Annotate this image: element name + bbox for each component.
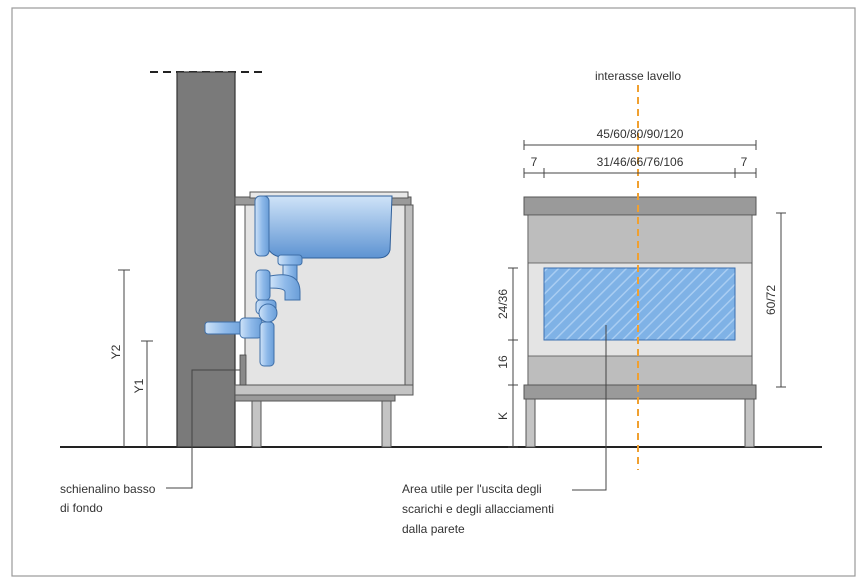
y-dimensions [118, 269, 153, 447]
leg-height-label: K [496, 412, 510, 420]
area-note-line3: dalla parete [402, 522, 465, 536]
area-leader [572, 325, 607, 491]
y1-label: Y1 [132, 378, 146, 393]
area-note-line1: Area utile per l'uscita degli [402, 482, 542, 496]
y2-label: Y2 [109, 344, 123, 359]
frame-border [11, 7, 856, 577]
drain-pipes [204, 195, 303, 367]
side-gap-right-label: 7 [741, 155, 748, 169]
cabinet-height-label: 60/72 [764, 285, 778, 315]
base-height-label: 16 [496, 355, 510, 369]
area-height-label: 24/36 [496, 289, 510, 319]
overall-width-label: 45/60/80/90/120 [597, 127, 684, 141]
left-height-dimensions [508, 267, 518, 448]
back-panel-label-line1: schienalino basso [60, 482, 156, 496]
inner-width-label: 31/46/66/76/106 [597, 155, 684, 169]
back-panel-leader [166, 369, 240, 489]
area-note-line2: scarichi e degli allacciamenti [402, 502, 554, 516]
sink-basin [261, 195, 393, 259]
wall [176, 71, 236, 448]
cabinet-height-dimension [776, 212, 786, 388]
side-gap-left-label: 7 [531, 155, 538, 169]
centerline-label: interasse lavello [595, 69, 681, 83]
usable-area [543, 267, 736, 341]
back-panel-label-line2: di fondo [60, 501, 103, 515]
width-dimensions [523, 140, 757, 178]
